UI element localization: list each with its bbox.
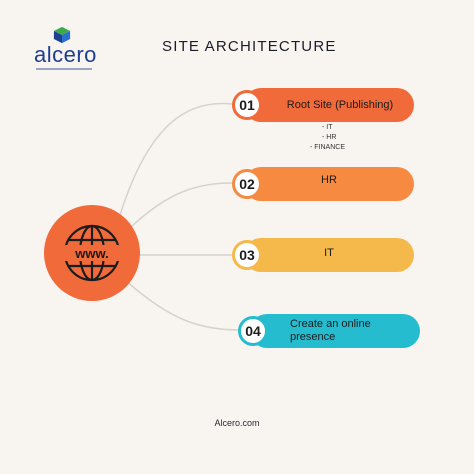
item-label-02: HR (321, 173, 337, 186)
subitem-finance: - FINANCE (310, 144, 345, 151)
item-number-03: 03 (232, 240, 262, 270)
globe-label: www. (74, 246, 108, 261)
connector-02 (129, 182, 233, 229)
item-number-02: 02 (232, 169, 262, 199)
globe-www-icon: www. (62, 224, 122, 282)
connector-04 (124, 279, 241, 331)
subitem-list: - IT - HR - FINANCE (302, 123, 345, 153)
item-pill-01[interactable]: Root Site (Publishing) (244, 88, 414, 122)
item-label-01: Root Site (Publishing) (286, 98, 394, 111)
subitem-it: - IT (322, 124, 333, 131)
item-pill-03[interactable]: IT (244, 238, 414, 272)
logo-wordmark: alcero (34, 42, 97, 67)
item-number-01: 01 (232, 90, 262, 120)
item-pill-02[interactable]: HR (244, 167, 414, 201)
page-title: SITE ARCHITECTURE (162, 38, 337, 55)
item-number-04: 04 (238, 316, 268, 346)
globe-www-circle: www. (44, 205, 140, 301)
subitem-hr: - HR (322, 134, 337, 141)
alcero-logo: alcero (34, 26, 97, 70)
connector-01 (119, 102, 233, 216)
footer-url: Alcero.com (214, 418, 260, 428)
item-label-03: IT (324, 246, 334, 259)
logo-cube-icon (53, 26, 71, 44)
logo-tagline-bar (36, 68, 92, 70)
item-pill-04[interactable]: Create an online presence (250, 314, 420, 348)
item-label-04: Create an online presence (290, 318, 371, 343)
